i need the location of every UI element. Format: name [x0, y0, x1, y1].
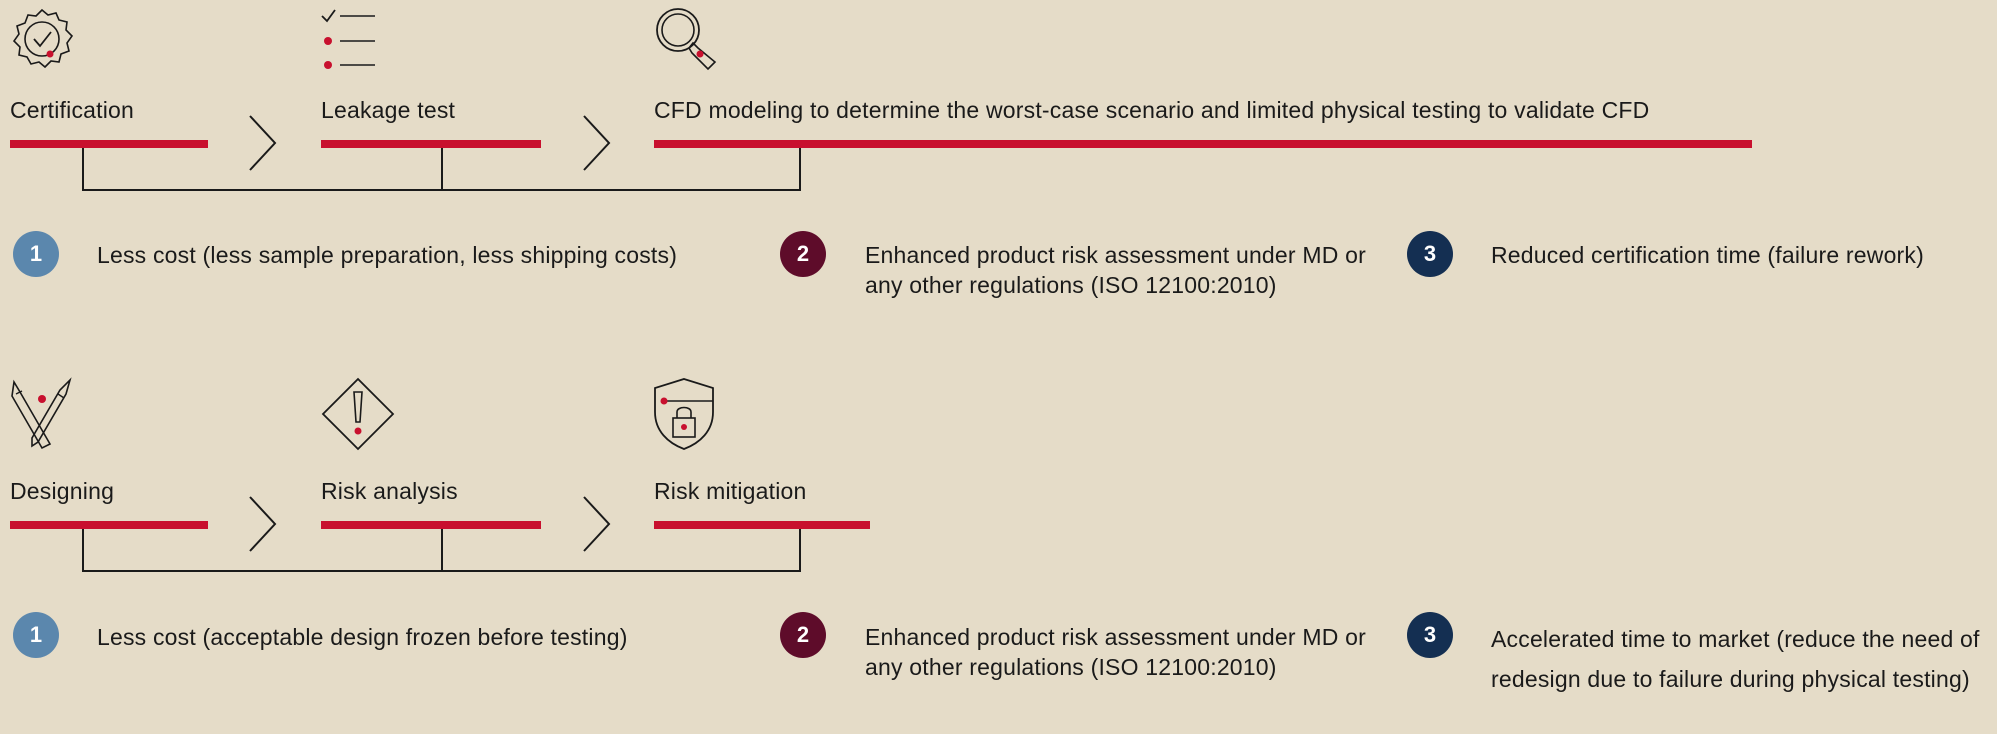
benefit-number-badge: 2 — [780, 612, 826, 658]
warning-diamond-icon — [321, 377, 395, 451]
benefit-text: Less cost (less sample preparation, less… — [97, 242, 678, 268]
step-bar-designing — [10, 521, 208, 529]
benefit-text: Enhanced product risk assessment under M… — [865, 242, 1366, 298]
step-label-risk-analysis: Risk analysis — [321, 478, 458, 504]
benefit-text: Accelerated time to market (reduce the n… — [1491, 626, 1980, 692]
step-label-certification: Certification — [10, 97, 135, 123]
magnifier-icon — [656, 8, 717, 71]
benefit-text: Less cost (acceptable design frozen befo… — [97, 624, 628, 650]
step-label-designing: Designing — [10, 478, 115, 504]
step-bar-certification — [10, 140, 208, 148]
benefit-number-badge: 1 — [13, 612, 59, 658]
chevron-right-icon — [249, 496, 277, 552]
benefit-number-badge: 3 — [1407, 612, 1453, 658]
benefit-text: Enhanced product risk assessment under M… — [865, 624, 1366, 680]
benefit-number-badge: 2 — [780, 231, 826, 277]
checklist-icon — [321, 9, 375, 69]
chevron-right-icon — [583, 115, 611, 171]
step-label-risk-mitigation: Risk mitigation — [654, 478, 807, 504]
benefit-number-badge: 1 — [13, 231, 59, 277]
step-label-leakage-test: Leakage test — [321, 97, 456, 123]
step-bar-cfd-modeling — [654, 140, 1752, 148]
chevron-right-icon — [583, 496, 611, 552]
step-bar-risk-mitigation — [654, 521, 870, 529]
step-bar-leakage-test — [321, 140, 541, 148]
certification-badge-icon — [12, 8, 74, 69]
step-label-cfd-modeling: CFD modeling to determine the worst-case… — [654, 97, 1650, 123]
benefit-number-badge: 3 — [1407, 231, 1453, 277]
benefit-text: Reduced certification time (failure rewo… — [1491, 242, 1924, 268]
shield-lock-icon — [654, 378, 714, 450]
chevron-right-icon — [249, 115, 277, 171]
design-tools-icon — [11, 377, 72, 450]
step-bar-risk-analysis — [321, 521, 541, 529]
